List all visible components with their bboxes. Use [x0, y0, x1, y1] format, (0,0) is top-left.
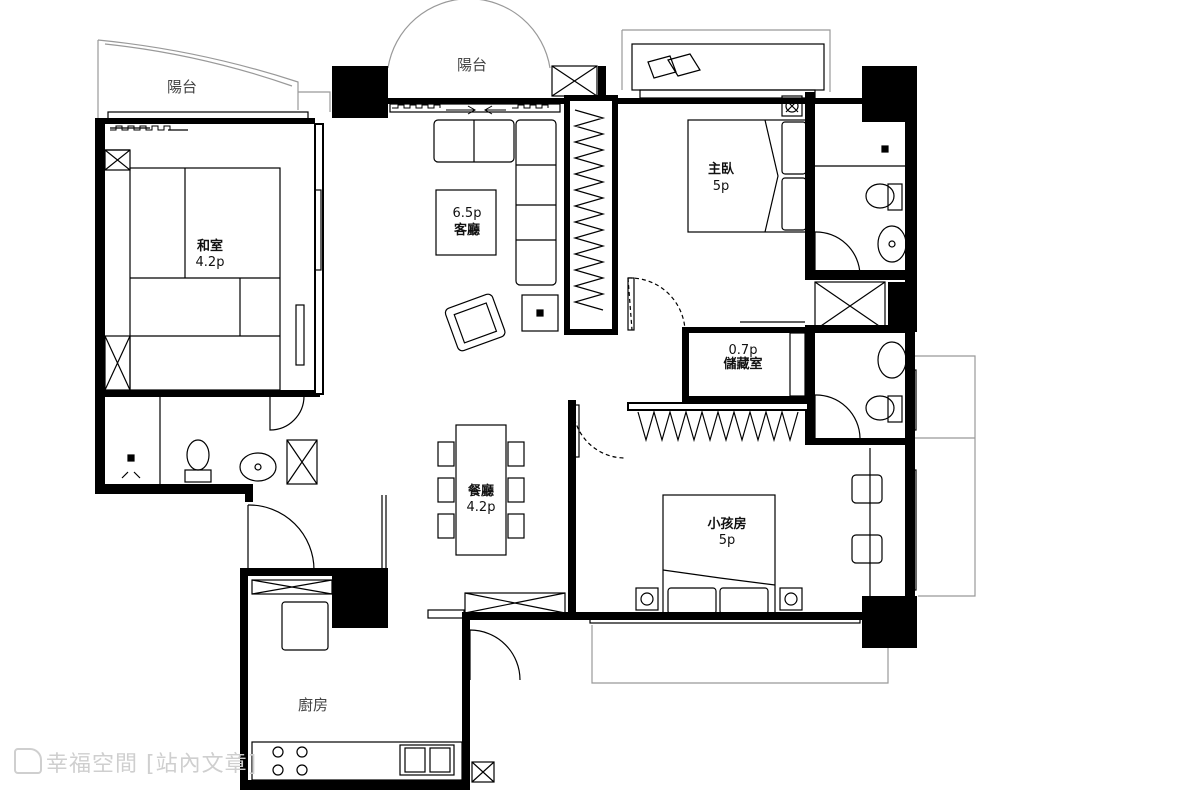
label-storage-room: 儲藏室	[722, 356, 762, 372]
label-master-bedroom: 主臥	[708, 161, 735, 177]
wardrobe-hatches	[572, 109, 799, 443]
master-bathroom-fixtures	[814, 145, 907, 423]
kitchen-fixtures	[251, 65, 598, 783]
storage-room	[789, 332, 806, 397]
kids-room-furniture	[464, 448, 883, 616]
label-storage-size: 0.7p	[729, 343, 758, 358]
left-bathroom	[121, 397, 318, 485]
master-bedroom-furniture	[647, 53, 807, 233]
label-kids-room-size: 5p	[719, 533, 736, 548]
dining-furniture	[437, 424, 525, 556]
window-textures	[110, 104, 549, 131]
label-master-bedroom-size: 5p	[713, 179, 730, 194]
label-dining-room-size: 4.2p	[467, 500, 496, 515]
watermark: 幸福空間 [站內文章]	[14, 746, 257, 778]
label-balcony-left: 陽台	[167, 78, 197, 96]
watermark-brand: 幸福空間	[46, 752, 139, 777]
label-japanese-room-size: 4.2p	[196, 255, 225, 270]
living-room-furniture	[433, 119, 559, 352]
label-dining-room: 餐廳	[467, 483, 494, 499]
label-balcony-top: 陽台	[457, 56, 487, 74]
door-swings	[247, 231, 861, 681]
room-labels: 陽台 陽台 和室 4.2p 6.5p 客廳 主臥 5p 0.7p 儲藏室 餐廳 …	[167, 56, 763, 714]
windows	[107, 43, 917, 624]
label-kitchen: 廚房	[298, 696, 328, 714]
label-living-room-size: 6.5p	[453, 206, 482, 221]
watermark-site: [站內文章]	[146, 752, 258, 777]
label-japanese-room: 和室	[197, 238, 223, 254]
house-logo-icon	[14, 748, 42, 774]
label-living-room: 客廳	[454, 222, 480, 238]
japanese-room-tatami	[104, 149, 322, 391]
label-kids-room: 小孩房	[707, 516, 746, 532]
exterior-outlines	[97, 0, 976, 684]
